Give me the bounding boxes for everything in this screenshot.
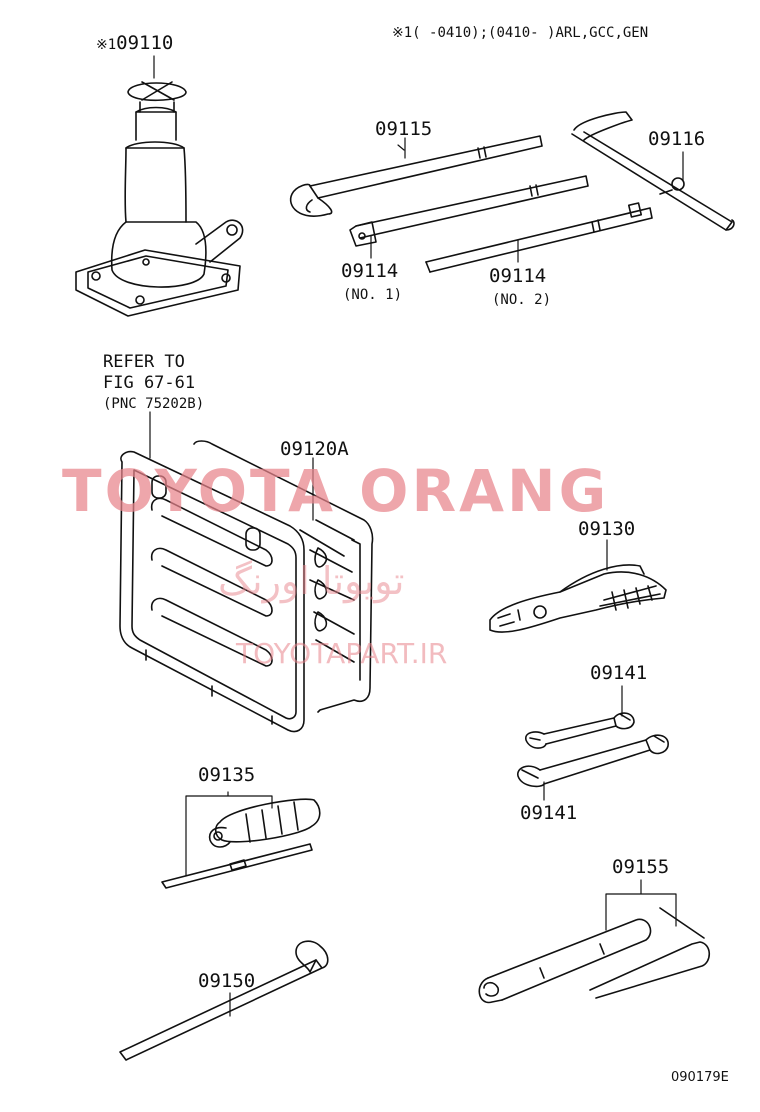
wrench-lower-drawing xyxy=(517,734,669,788)
wrench-lower-part-number: 09141 xyxy=(520,802,578,824)
pliers-drawing xyxy=(489,564,667,633)
watermark-site: TOYOTAPART.IR xyxy=(236,637,448,670)
screwdriver-part-number: 09135 xyxy=(198,764,256,786)
wrench-upper-part-number: 09141 xyxy=(590,662,648,684)
tool-bag-part-number: 09120A xyxy=(280,438,349,460)
handle-no2-drawing xyxy=(425,202,653,273)
wheel-nut-wrench-drawing xyxy=(119,940,329,1061)
plug-wrench-part-number: 09155 xyxy=(612,856,670,878)
handle-no1-drawing xyxy=(349,175,589,247)
jack-handle-extension-part-number: 09115 xyxy=(375,118,433,140)
handle-extension-drawing xyxy=(289,135,543,217)
header-note: ※1( -0410);(0410- )ARL,GCC,GEN xyxy=(392,25,649,41)
watermark-arabic: تویوتا اورنگ xyxy=(218,559,405,603)
watermark-title: TOYOTA ORANG xyxy=(62,457,610,525)
reference-line-3: (PNC 75202B) xyxy=(103,396,205,412)
reference-line-1: REFER TO xyxy=(103,352,185,372)
figure-code: 090179E xyxy=(671,1070,729,1085)
jack-handle-drawing xyxy=(571,111,735,231)
leader-lines xyxy=(149,55,684,1017)
plug-wrench-drawing xyxy=(478,907,711,1004)
handle-no1-part-number: 09114 xyxy=(341,260,399,282)
handle-no2-sub-label: (NO. 2) xyxy=(492,292,552,308)
reference-line-2: FIG 67-61 xyxy=(103,373,196,393)
jack-handle-part-number: 09116 xyxy=(648,128,706,150)
wheel-nut-wrench-part-number: 09150 xyxy=(198,970,256,992)
handle-no1-sub-label: (NO. 1) xyxy=(343,287,403,303)
handle-no2-part-number: 09114 xyxy=(489,265,547,287)
jack-marker: ※1 xyxy=(96,37,117,53)
tool-bag-drawing xyxy=(119,440,374,733)
jack-drawing xyxy=(75,81,244,317)
pliers-part-number: 09130 xyxy=(578,518,636,540)
jack-label: ※109110 xyxy=(96,34,173,53)
wrench-upper-drawing xyxy=(525,712,635,749)
jack-part-number: 09110 xyxy=(116,32,174,54)
screwdriver-drawing xyxy=(161,798,321,889)
